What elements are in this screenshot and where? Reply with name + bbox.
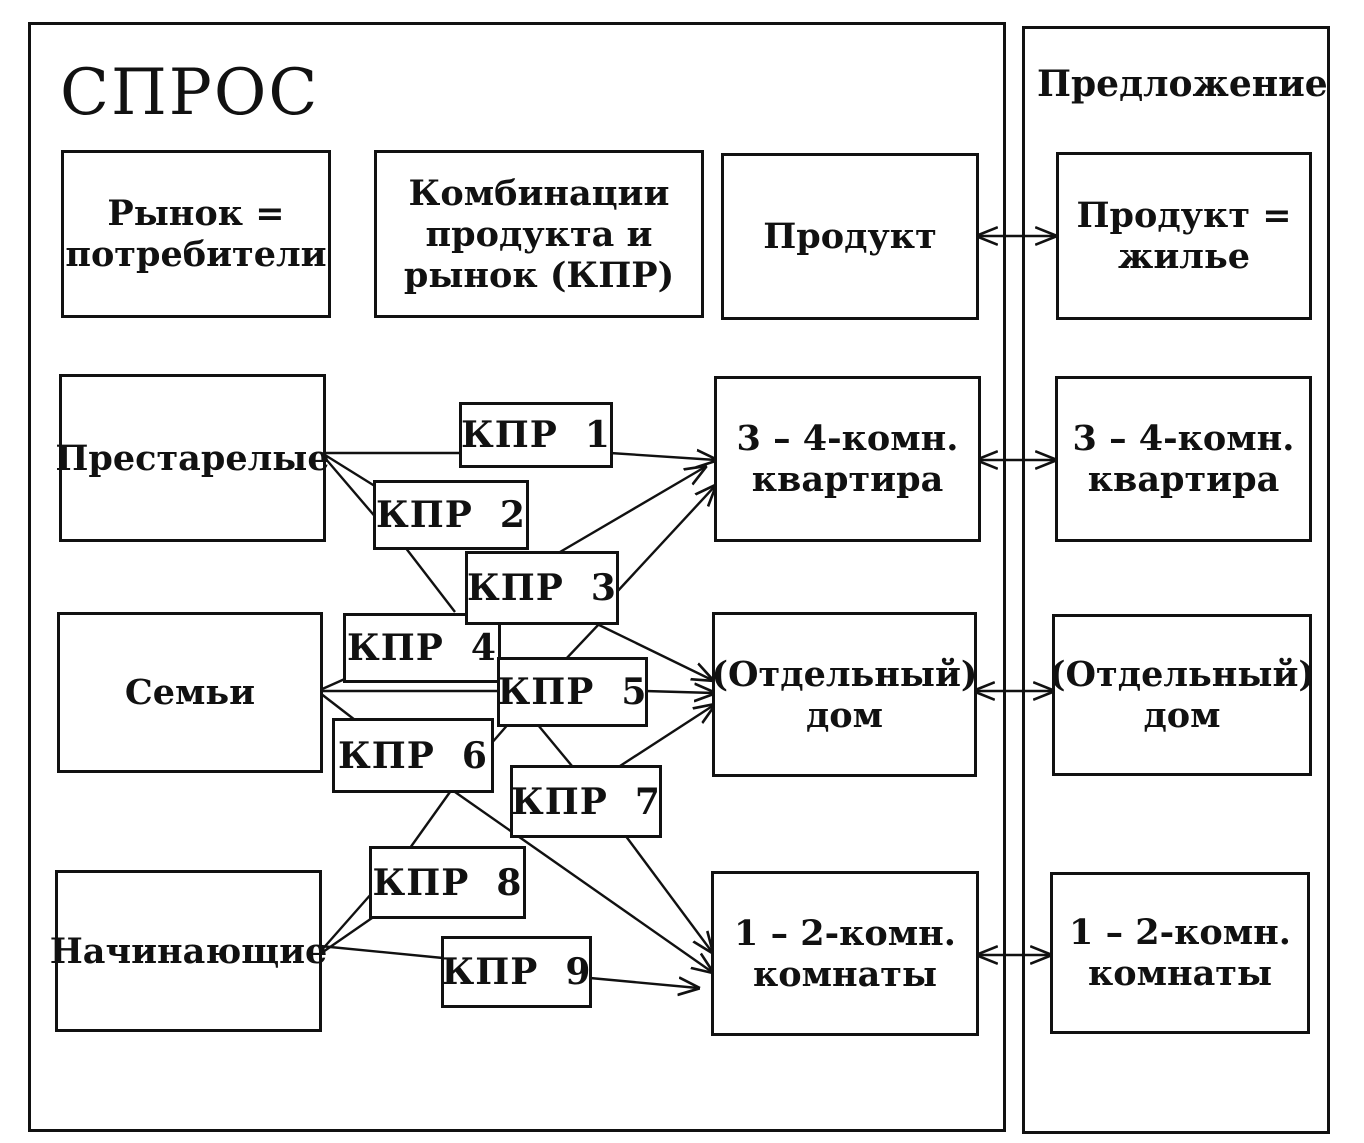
segment-starters-box: Начинающие bbox=[50, 870, 327, 1032]
kpr-9-box: КПР 9 bbox=[441, 936, 592, 1008]
product-apartment-box: 3 – 4-комн. квартира bbox=[714, 376, 981, 542]
supply-apartment-box: 3 – 4-комн. квартира bbox=[1055, 376, 1312, 542]
line-elderly-kpr3 bbox=[324, 457, 379, 521]
demand-panel bbox=[28, 22, 1006, 1132]
product-house-box: (Отдельный) дом bbox=[712, 612, 978, 777]
supply-house-box: (Отдельный) дом bbox=[1049, 614, 1315, 776]
line-kpr1-apartment bbox=[609, 453, 716, 460]
line-kpr5-house bbox=[644, 691, 714, 693]
line-kpr9-rooms bbox=[589, 978, 698, 988]
line-kpr3-apartment bbox=[559, 467, 705, 554]
supply-header-box: Продукт = жилье bbox=[1056, 152, 1312, 320]
line-kpr2-house bbox=[404, 546, 456, 613]
kpr-8-box: КПР 8 bbox=[369, 846, 526, 919]
kpr-5-box: КПР 5 bbox=[497, 657, 648, 727]
line-kpr6-rooms bbox=[454, 791, 712, 972]
kpr-6-box: КПР 6 bbox=[332, 718, 494, 793]
line-kpr4-apartment bbox=[564, 622, 601, 661]
supply-title: Предложение bbox=[1037, 63, 1328, 105]
kpr-3-box: КПР 3 bbox=[465, 551, 619, 625]
line-kpr3-house bbox=[594, 621, 712, 680]
header-combinations-box: Комбинации продукта и рынок (КПР) bbox=[374, 150, 704, 318]
segment-families-box: Семьи bbox=[57, 612, 323, 773]
kpr-1-box: КПР 1 bbox=[459, 402, 613, 468]
line-kpr7-house-b bbox=[537, 724, 573, 767]
header-market-box: Рынок = потребители bbox=[61, 150, 331, 318]
line-families-kpr4 bbox=[319, 676, 348, 692]
kpr-7-box: КПР 7 bbox=[510, 765, 662, 838]
line-starters-kpr9 bbox=[319, 944, 444, 960]
header-product-box: Продукт bbox=[721, 153, 979, 320]
kpr-2-box: КПР 2 bbox=[373, 480, 529, 550]
line-kpr7-house bbox=[619, 705, 714, 768]
product-rooms-box: 1 – 2-комн. комнаты bbox=[711, 871, 979, 1036]
line-kpr8-families bbox=[409, 791, 451, 849]
line-starters-kpr8-a bbox=[319, 892, 373, 953]
segment-elderly-box: Престарелые bbox=[55, 374, 330, 542]
line-kpr3-apartment-b bbox=[614, 486, 715, 595]
supply-panel bbox=[1022, 26, 1330, 1134]
line-families-kpr6 bbox=[319, 692, 356, 721]
line-kpr7-rooms bbox=[624, 834, 712, 952]
line-elderly-kpr2 bbox=[324, 453, 379, 490]
kpr-4-box: КПР 4 bbox=[343, 613, 501, 683]
demand-title: СПРОС bbox=[60, 56, 320, 130]
supply-rooms-box: 1 – 2-комн. комнаты bbox=[1050, 872, 1310, 1034]
